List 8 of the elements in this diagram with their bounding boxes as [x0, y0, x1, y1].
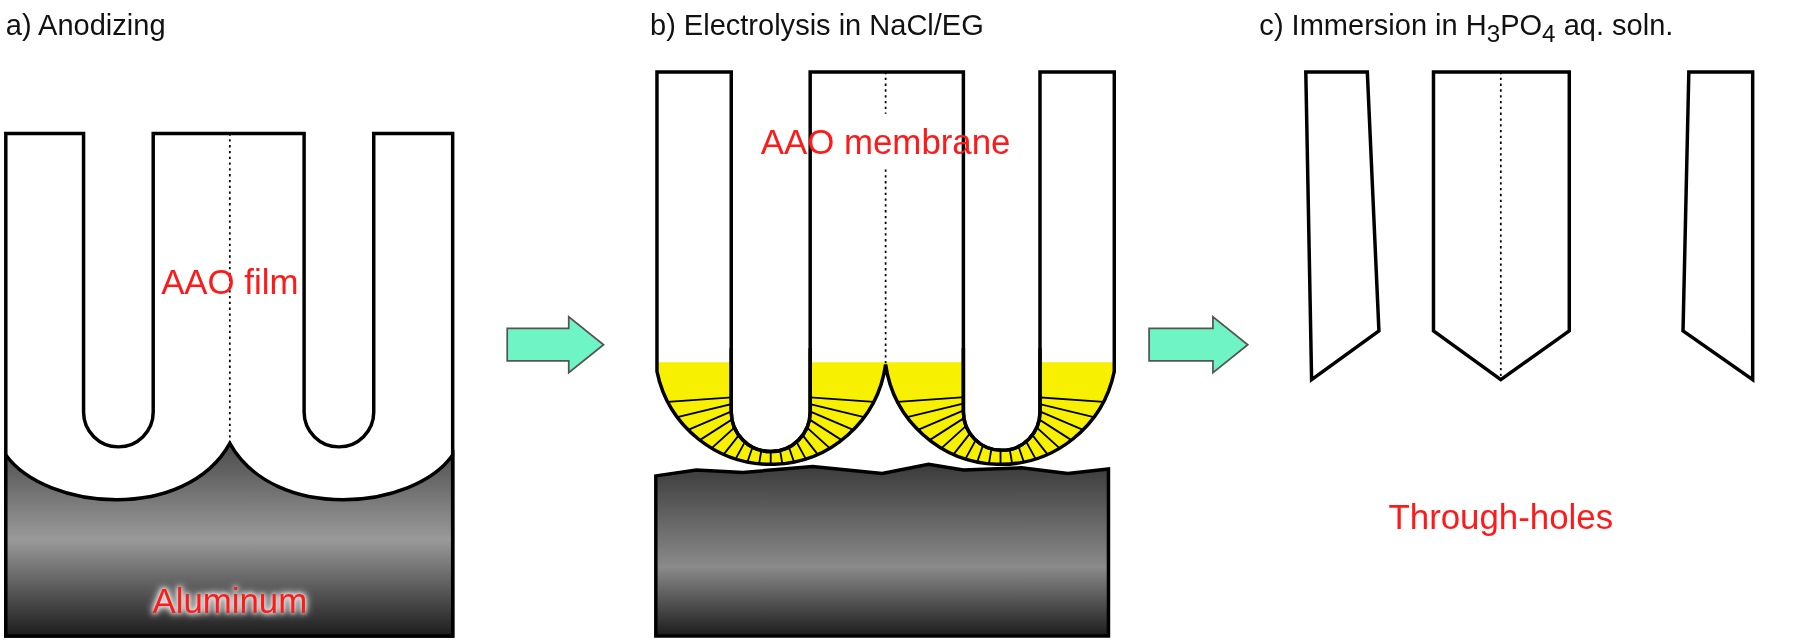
layer-label: AAO film: [161, 262, 299, 302]
layer-label: Aluminum: [152, 582, 308, 621]
step-heading: b) Electrolysis in NaCl/EG: [650, 9, 984, 42]
block-arrow: [1148, 315, 1250, 375]
block-arrow: [506, 315, 605, 375]
step-heading: c) Immersion in H$_{3}$PO$_{4}$ aq. soln.: [1259, 9, 1674, 48]
step-heading: a) Anodizing: [5, 9, 166, 42]
layer-label: Through-holes: [1388, 497, 1614, 536]
